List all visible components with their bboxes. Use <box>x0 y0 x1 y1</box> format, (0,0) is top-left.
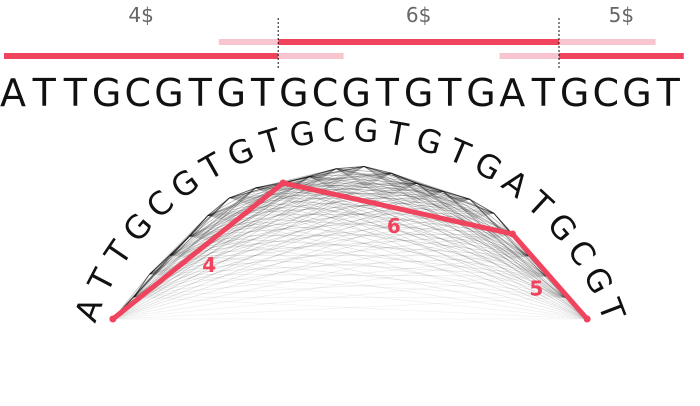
arc-letter: T <box>80 263 123 299</box>
sequence-letter: G <box>217 71 246 115</box>
path-node <box>509 230 516 237</box>
sequence-letter: T <box>656 71 681 115</box>
sequence-letter: G <box>560 71 589 115</box>
arc-letter: T <box>255 120 286 162</box>
sequence-letter: A <box>499 71 525 115</box>
sequence-letter: G <box>341 71 370 115</box>
arc-letter: A <box>67 293 110 327</box>
sequence-letter: T <box>375 71 400 115</box>
segment-label: 5$ <box>609 3 634 27</box>
segment-label: 6$ <box>406 3 431 27</box>
sequence-letter: T <box>188 71 213 115</box>
sequence-letter: G <box>622 71 651 115</box>
path-node <box>584 315 591 322</box>
arc-letter: G <box>412 120 447 163</box>
arc-letter: T <box>442 131 476 174</box>
path-segment-label: 4 <box>202 253 216 277</box>
segment-bars: 4$ 6$ 5$ <box>4 3 684 70</box>
sequence-letter: T <box>437 71 462 115</box>
arc-letter: G <box>576 261 621 301</box>
path-node <box>280 179 287 186</box>
arc-letter: G <box>287 113 318 155</box>
arc-letter: T <box>590 293 633 326</box>
sequence-letter: T <box>32 71 57 115</box>
sequence-letter: G <box>466 71 495 115</box>
transition-edge <box>170 255 529 256</box>
path-node <box>109 315 116 322</box>
sequence-letter: G <box>404 71 433 115</box>
arc-letter: G <box>353 111 380 150</box>
sequence-letter: C <box>312 71 339 115</box>
sequence-letter: G <box>154 71 183 115</box>
sequence-letter: C <box>593 71 620 115</box>
sequence-letter: G <box>92 71 121 115</box>
arc-letter: G <box>222 130 260 175</box>
sequence-letter: G <box>279 71 308 115</box>
segment-label: 4$ <box>128 3 153 27</box>
path-segment-label: 5 <box>529 276 543 300</box>
sequence-letter: A <box>0 71 26 115</box>
arc-letter: T <box>384 114 411 155</box>
sequence-letter: T <box>63 71 88 115</box>
transition-edge <box>113 298 566 319</box>
sequence-letter: T <box>250 71 275 115</box>
arc-letter: C <box>322 111 346 150</box>
path-segment-label: 6 <box>387 214 401 238</box>
sequence-letter: T <box>531 71 556 115</box>
sequence-letter: C <box>125 71 152 115</box>
